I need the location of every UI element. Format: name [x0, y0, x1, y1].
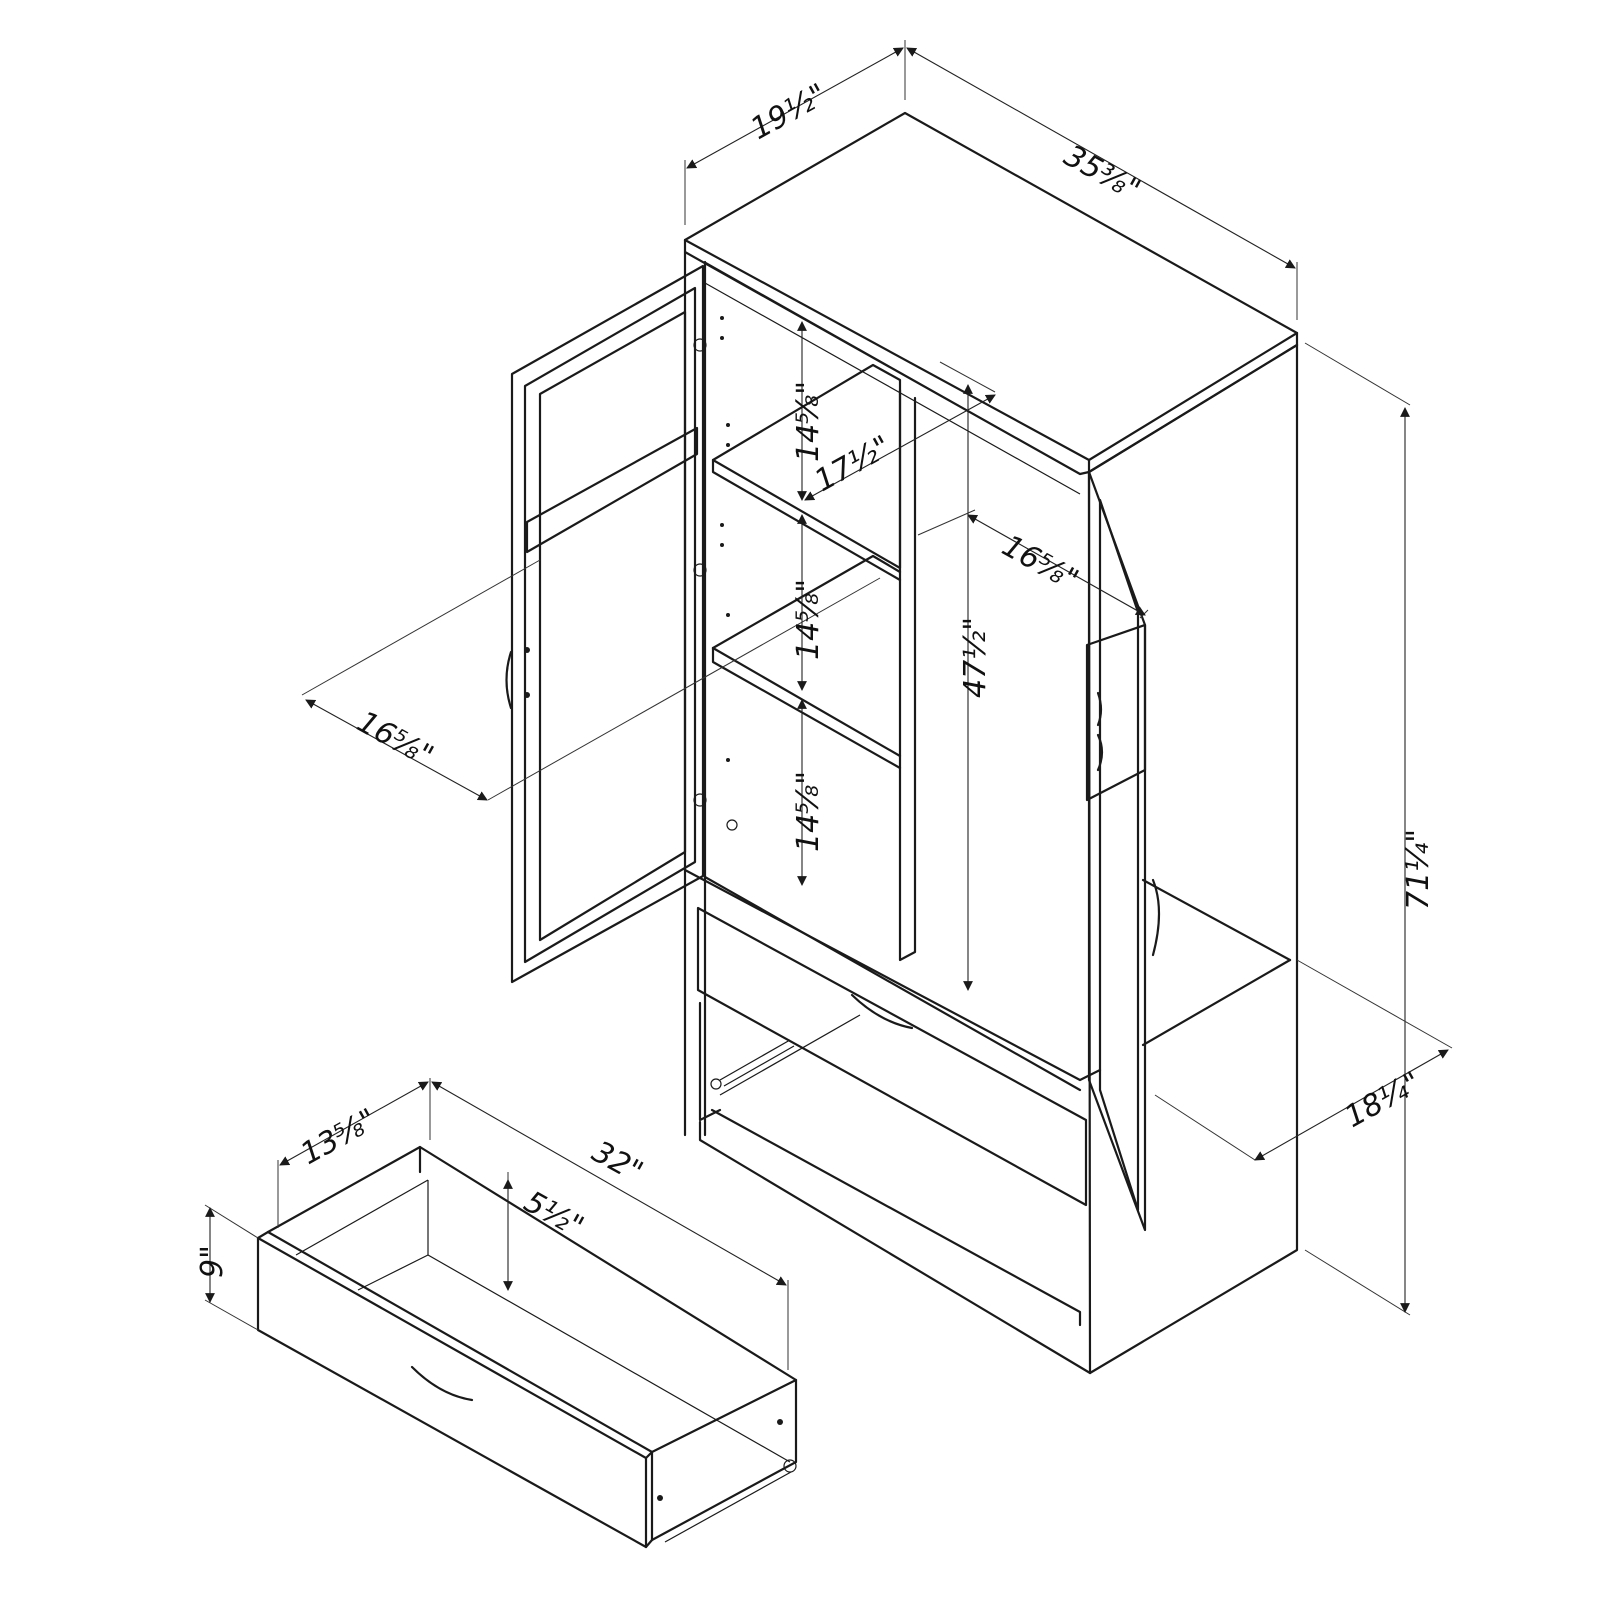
left-door [505, 264, 705, 984]
label-drawer-height: 9" [195, 1245, 230, 1278]
door-towel-bar [525, 426, 699, 554]
label-cabinet-depth: 19½" [745, 77, 833, 147]
center-divider [898, 388, 917, 962]
dimension-lines [204, 40, 1453, 1370]
label-drawer-inner-height: 5½" [518, 1184, 589, 1245]
label-hanging-height: 47½" [958, 617, 993, 698]
cabinet-drawer-handle [850, 993, 914, 1030]
right-door-handle [1151, 878, 1161, 957]
label-drawer-depth: 13⅝" [295, 1102, 383, 1172]
drawer-front-panel [256, 1236, 648, 1549]
dimension-labels: 19½" 35⅜" 71¼" 18¼" 17½" 14⅝" 14⅝" 14⅝" … [195, 77, 1436, 1278]
label-base-depth: 18¼" [1339, 1065, 1427, 1135]
label-door-width-left: 16⅝" [351, 704, 439, 774]
shelf-pin-holes [693, 316, 738, 831]
label-shelf-spacing-bottom: 14⅝" [791, 771, 826, 852]
label-cabinet-height: 71¼" [1401, 829, 1436, 910]
label-shelf-spacing-mid: 14⅝" [791, 579, 826, 660]
left-door-handle [505, 650, 513, 710]
right-door [1085, 470, 1161, 1232]
cabinet-drawer-front [696, 906, 1088, 1207]
cabinet-top [683, 111, 1299, 462]
label-drawer-width: 32" [586, 1134, 648, 1190]
cabinet-body [683, 111, 1299, 1375]
label-shelf-spacing-top: 14⅝" [791, 381, 826, 462]
right-door-towel-bar [1085, 623, 1147, 802]
cabinet-right-side [1087, 343, 1299, 1375]
label-cabinet-width: 35⅜" [1058, 138, 1146, 208]
drawer-handle [410, 1365, 474, 1402]
label-door-width-right: 16⅝" [996, 528, 1084, 598]
